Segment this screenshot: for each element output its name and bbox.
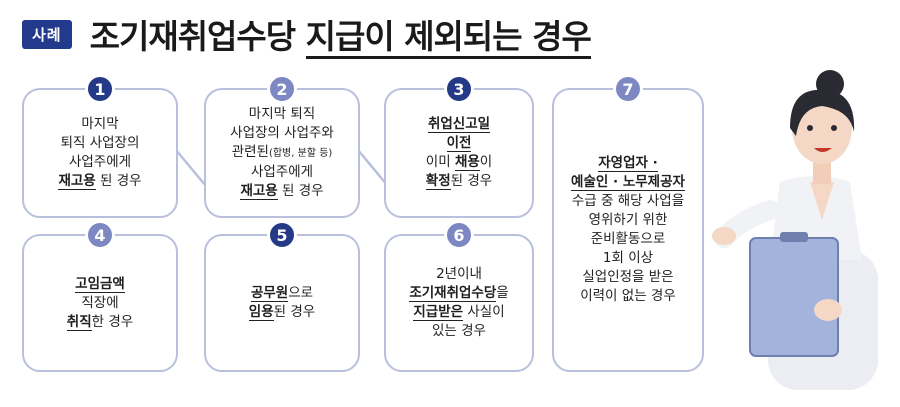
- card-line: 예술인 · 노무제공자: [571, 173, 685, 192]
- badge-2: 2: [267, 74, 297, 104]
- title-underlined: 지급이 제외되는 경우: [305, 17, 592, 59]
- card-line: 고임금액: [67, 275, 133, 294]
- card-line: 이전: [426, 134, 492, 153]
- card-line: 사업장의 사업주와: [230, 124, 334, 143]
- text-segment: 재고용: [58, 173, 96, 190]
- card-line: 영위하기 위한: [571, 211, 685, 230]
- badge-6: 6: [444, 220, 474, 250]
- text-segment: 예술인 · 노무제공자: [571, 174, 685, 191]
- card-line: 자영업자 ·: [571, 154, 685, 173]
- text-segment: 퇴직 사업장의: [60, 135, 140, 151]
- text-segment: 이전: [446, 135, 472, 152]
- card-line: 취업신고일: [426, 115, 492, 134]
- text-segment: 취업신고일: [427, 116, 491, 133]
- card-line: 관련된(합병, 분할 등): [230, 143, 334, 163]
- card-line: 퇴직 사업장의: [58, 134, 141, 153]
- card-line: 2년이내: [409, 265, 508, 284]
- category-tag: 사례: [22, 19, 72, 49]
- card-line: 마지막 퇴직: [230, 105, 334, 124]
- text-segment: 1회 이상: [602, 250, 654, 266]
- card-line: 수급 중 해당 사업을: [571, 192, 685, 211]
- text-segment: 으로: [288, 285, 314, 301]
- text-segment: (합병, 분할 등): [268, 148, 333, 159]
- text-segment: 한 경우: [91, 313, 134, 330]
- card-line: 마지막: [58, 115, 141, 134]
- badge-3: 3: [444, 74, 474, 104]
- text-segment: 수급 중 해당 사업을: [571, 193, 685, 209]
- card-line: 사업주에게: [58, 153, 141, 172]
- presenter-illustration: [712, 70, 878, 390]
- text-segment: 사업주에게: [250, 164, 314, 180]
- card-line: 임용된 경우: [248, 303, 316, 322]
- text-segment: 있는 경우: [432, 323, 486, 339]
- text-segment: 직장에: [81, 294, 119, 311]
- card-line: 실업인정을 받은: [571, 268, 685, 287]
- card-line: 공무원으로: [249, 284, 315, 303]
- text-segment: 관련된: [231, 144, 269, 160]
- card-line: 사업주에게: [230, 163, 334, 182]
- text-segment: 마지막: [81, 116, 119, 132]
- text-segment: 마지막 퇴직: [248, 106, 316, 122]
- title-plain: 조기재취업수당: [89, 17, 306, 56]
- card-line: 확정된 경우: [425, 172, 493, 191]
- card-line: 조기재취업수당을: [409, 284, 509, 303]
- card-line: 있는 경우: [409, 322, 508, 341]
- text-segment: 재고용: [240, 183, 278, 200]
- text-segment: 된 경우: [277, 183, 324, 199]
- card-line: 지급받은 사실이: [409, 303, 508, 322]
- text-segment: 고임금액: [75, 275, 125, 293]
- text-segment: 사업주에게: [68, 154, 132, 170]
- text-segment: 사실이: [463, 304, 505, 320]
- text-segment: 된 경우: [450, 173, 493, 189]
- card-line: 1회 이상: [571, 249, 685, 268]
- card-line: 이미 채용이: [426, 153, 492, 172]
- card-line: 직장에: [67, 294, 133, 313]
- text-segment: 이력이 없는 경우: [580, 288, 676, 304]
- text-segment: 취직: [66, 313, 92, 331]
- badge-5: 5: [267, 220, 297, 250]
- text-segment: 확정: [425, 173, 451, 190]
- badge-1: 1: [85, 74, 115, 104]
- text-segment: 채용: [454, 154, 480, 171]
- badge-7: 7: [613, 74, 643, 104]
- text-segment: 된 경우: [95, 173, 142, 189]
- header: 사례 조기재취업수당 지급이 제외되는 경우: [22, 10, 592, 59]
- card-line: 이력이 없는 경우: [571, 287, 685, 306]
- card-line: 준비활동으로: [571, 230, 685, 249]
- text-segment: 조기재취업수당: [409, 285, 497, 302]
- page-title: 조기재취업수당 지급이 제외되는 경우: [89, 10, 592, 59]
- card-line: 재고용 된 경우: [230, 182, 334, 201]
- text-segment: 이: [479, 154, 493, 170]
- text-segment: 공무원: [250, 285, 289, 302]
- text-segment: 을: [496, 285, 509, 301]
- text-segment: 실업인정을 받은: [582, 269, 674, 285]
- card-line: 취직한 경우: [66, 313, 134, 332]
- text-segment: 이미: [425, 154, 455, 170]
- text-segment: 영위하기 위한: [588, 212, 668, 228]
- badge-4: 4: [85, 220, 115, 250]
- text-segment: 임용: [248, 304, 274, 321]
- text-segment: 2년이내: [436, 266, 482, 282]
- text-segment: 된 경우: [273, 304, 316, 320]
- text-segment: 사업장의 사업주와: [230, 125, 334, 141]
- text-segment: 지급받은: [413, 304, 464, 321]
- card-line: 재고용 된 경우: [58, 172, 142, 191]
- text-segment: 준비활동으로: [590, 231, 666, 247]
- text-segment: 자영업자 ·: [598, 155, 658, 172]
